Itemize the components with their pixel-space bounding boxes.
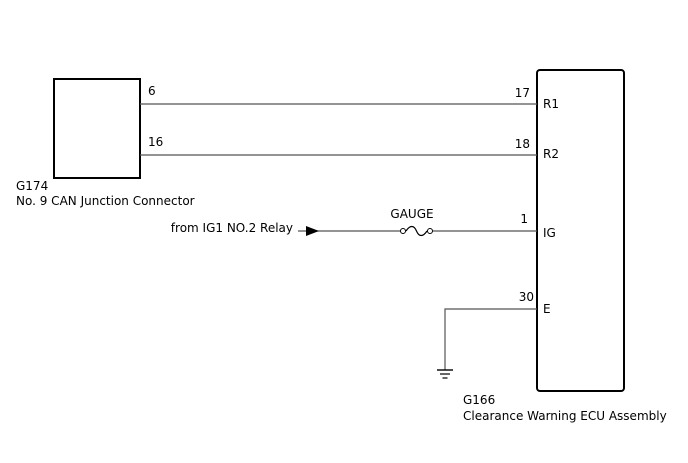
ecu-name: Clearance Warning ECU Assembly [463,409,667,423]
connector-code: G174 [16,179,48,193]
ground-icon [437,369,453,379]
terminal-e: E [543,302,551,316]
wire-r1: 6 17 R1 [140,84,559,111]
power-source-label: from IG1 NO.2 Relay [171,221,293,235]
terminal-r1: R1 [543,97,559,111]
ecu-code: G166 [463,393,495,407]
wire-r2-left-pin: 16 [148,135,163,149]
terminal-r2: R2 [543,147,559,161]
fuse-icon [400,225,433,237]
wire-r2: 16 18 R2 [140,135,559,161]
power-pin: 1 [520,212,528,226]
wire-r1-left-pin: 6 [148,84,156,98]
wire-r1-right-pin: 17 [515,86,530,100]
fuse-label: GAUGE [390,207,433,221]
ground-pin: 30 [519,290,534,304]
connector-name: No. 9 CAN Junction Connector [16,194,195,208]
ground-circuit: 30 E [437,290,551,379]
power-feed: from IG1 NO.2 Relay GAUGE 1 IG [171,207,556,240]
connector-box [53,78,141,179]
arrow-right-icon [306,226,319,236]
wire-r2-right-pin: 18 [515,137,530,151]
terminal-ig: IG [543,226,556,240]
